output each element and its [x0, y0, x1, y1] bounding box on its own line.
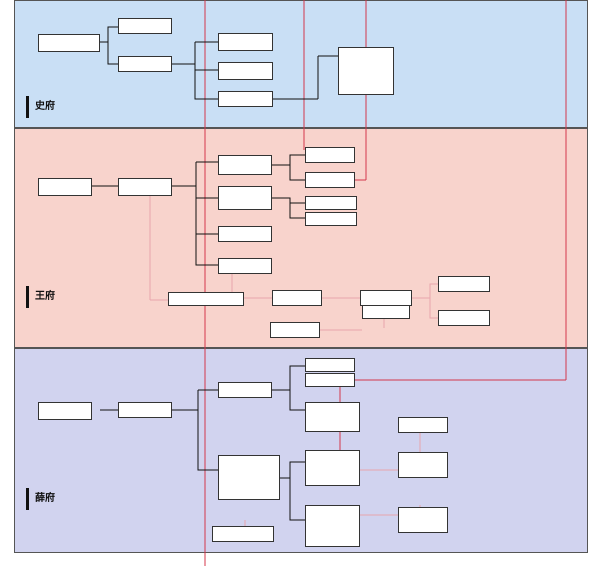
black-connector — [272, 197, 305, 204]
black-connector — [289, 478, 305, 521]
section-label-shi: 史府 — [26, 96, 63, 118]
person-box — [362, 305, 410, 319]
black-connector — [107, 42, 118, 65]
person-box — [118, 18, 172, 34]
person-box — [305, 450, 360, 486]
black-connector — [289, 203, 305, 219]
person-box — [270, 322, 320, 338]
person-box — [338, 47, 394, 95]
person-box — [218, 33, 273, 51]
black-connector — [195, 162, 218, 266]
black-connector — [194, 42, 218, 100]
section-label-wang: 王府 — [26, 286, 63, 308]
person-box — [38, 34, 100, 52]
person-box — [118, 56, 172, 72]
red-connector — [339, 379, 566, 455]
person-box — [398, 452, 448, 478]
person-box — [438, 310, 490, 326]
person-box — [218, 382, 272, 398]
person-box — [218, 62, 273, 80]
person-box — [305, 147, 355, 163]
person-box — [218, 155, 272, 175]
pink-connector — [429, 298, 438, 319]
person-box — [272, 290, 322, 306]
xue-family-section — [14, 348, 588, 553]
person-box — [305, 358, 355, 372]
section-label-xue: 薛府 — [26, 488, 63, 510]
black-connector — [272, 365, 305, 391]
person-box — [218, 455, 280, 500]
person-box — [168, 292, 244, 306]
person-box — [305, 196, 357, 210]
person-box — [305, 505, 360, 547]
person-box — [398, 417, 448, 433]
person-box — [218, 258, 272, 274]
person-box — [38, 178, 92, 196]
person-box — [398, 507, 448, 533]
person-box — [218, 91, 273, 107]
person-box — [305, 212, 357, 226]
black-connector — [197, 390, 218, 471]
person-box — [218, 226, 272, 242]
person-box — [305, 373, 355, 387]
wang-family-section — [14, 128, 588, 348]
black-connector — [289, 390, 305, 411]
person-box — [118, 402, 172, 418]
person-box — [118, 178, 172, 196]
person-box — [305, 172, 355, 188]
person-box — [38, 402, 92, 420]
person-box — [305, 402, 360, 432]
black-connector — [100, 26, 118, 43]
black-connector — [272, 154, 305, 166]
person-box — [360, 290, 412, 306]
black-connector — [280, 461, 305, 479]
person-box — [438, 276, 490, 292]
pink-connector — [412, 283, 438, 299]
person-box — [218, 186, 272, 210]
black-connector — [289, 165, 305, 181]
person-box — [212, 526, 274, 542]
